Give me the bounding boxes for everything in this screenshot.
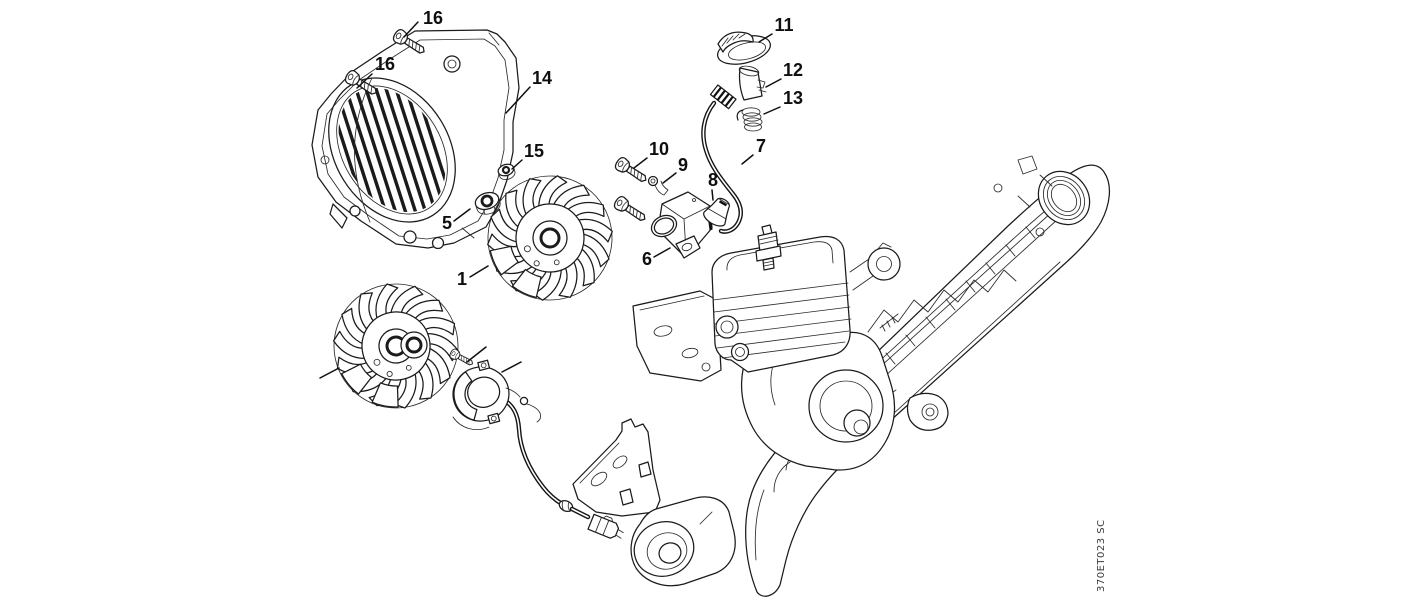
ignition-lead: [701, 100, 743, 234]
callout-label[interactable]: 8: [708, 170, 718, 190]
callout-label[interactable]: 9: [678, 155, 688, 175]
coil-pigtail: [505, 387, 541, 423]
callout-label[interactable]: 10: [649, 139, 669, 159]
callout-10[interactable]: 10: [633, 139, 669, 169]
callout-16-upper[interactable]: 16: [403, 8, 443, 38]
collar-nut-5: [474, 191, 501, 215]
callout-12[interactable]: 12: [765, 60, 803, 88]
callout-1[interactable]: 1: [457, 265, 489, 289]
callout-label[interactable]: 15: [524, 141, 544, 161]
callout-14[interactable]: 14: [505, 68, 552, 114]
callout-label[interactable]: 7: [756, 136, 766, 156]
callout-label[interactable]: 12: [783, 60, 803, 80]
callout-label[interactable]: 13: [783, 88, 803, 108]
grommet-8: [703, 197, 731, 227]
generator-wire: [500, 396, 624, 539]
washer-9: [647, 175, 669, 196]
callout-label[interactable]: 5: [442, 213, 452, 233]
screw-10-lower: [611, 194, 650, 226]
wire-plug: [587, 513, 624, 539]
callout-label[interactable]: 11: [774, 15, 793, 35]
leader-stubs: [319, 346, 522, 379]
callouts: 16 16 14 15 5 1 6 10: [356, 8, 803, 289]
callout-8[interactable]: 8: [708, 170, 718, 201]
flywheel-alt: [319, 270, 474, 423]
boot-connector: [709, 65, 767, 110]
callout-6[interactable]: 6: [642, 247, 671, 269]
generator-coil: [452, 359, 510, 431]
callout-7[interactable]: 7: [741, 136, 766, 165]
callout-label[interactable]: 16: [375, 54, 395, 74]
callout-13[interactable]: 13: [763, 88, 803, 115]
spring-13: [736, 107, 763, 132]
flywheel-alt-bearing: [400, 331, 428, 359]
support-bracket: [572, 418, 736, 587]
callout-label[interactable]: 16: [423, 8, 443, 28]
drive-housing: [745, 155, 1111, 597]
callout-11[interactable]: 11: [758, 15, 794, 43]
engine-assembly: [632, 224, 901, 471]
drawing-code: 370ET023 SC: [1096, 519, 1107, 592]
callout-label[interactable]: 6: [642, 249, 652, 269]
callout-15[interactable]: 15: [511, 141, 544, 170]
spark-plug-boot: [716, 31, 772, 65]
callout-label[interactable]: 1: [457, 269, 467, 289]
callout-16-lower[interactable]: 16: [356, 54, 395, 89]
washer-15: [497, 163, 516, 181]
ignition-module: [650, 191, 713, 259]
callout-label[interactable]: 14: [532, 68, 552, 88]
callout-5[interactable]: 5: [442, 208, 471, 233]
fan-housing: [311, 29, 520, 250]
callout-9[interactable]: 9: [662, 155, 688, 184]
